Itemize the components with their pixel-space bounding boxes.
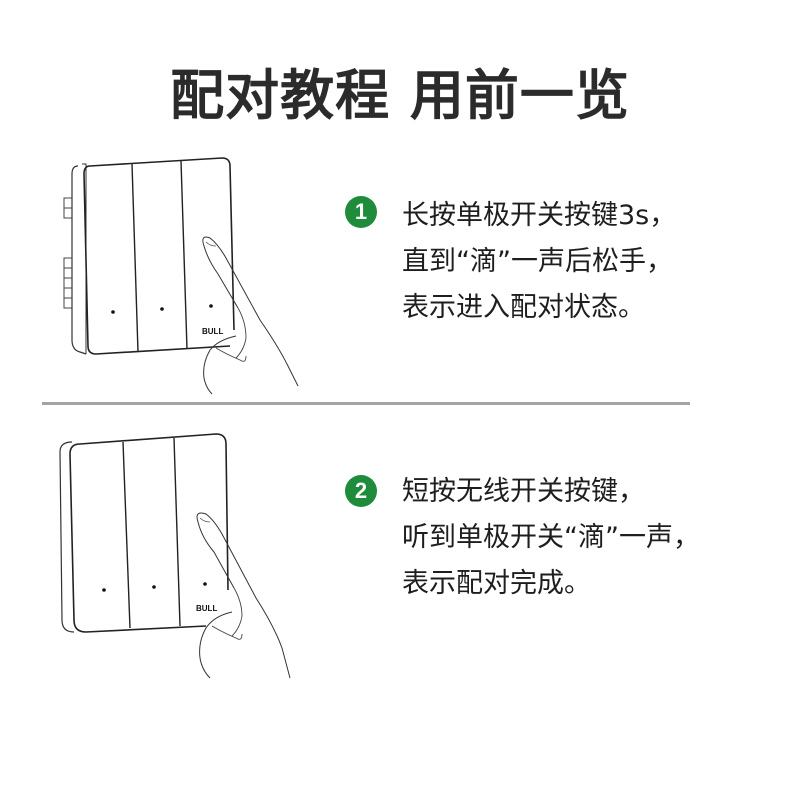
- instruction-line: 听到单极开关“滴”一声，: [402, 522, 700, 553]
- step-number-badge: 1: [345, 196, 377, 228]
- instruction-line: 表示进入配对状态。: [402, 292, 645, 323]
- brand-mark: BULL: [202, 327, 223, 336]
- instruction-line: 长按单极开关按键3s，: [402, 200, 677, 231]
- instruction-line: 表示配对完成。: [402, 568, 591, 599]
- instruction-line: 直到“滴”一声后松手，: [402, 246, 673, 277]
- hand-short-pressing-wireless-switch-icon: BULL: [50, 420, 340, 690]
- page-title: 配对教程 用前一览: [170, 64, 630, 127]
- step-number-badge: 2: [345, 475, 377, 507]
- hand-long-pressing-three-gang-switch-icon: BULL: [50, 150, 340, 400]
- section-divider: [42, 402, 690, 405]
- brand-mark: BULL: [196, 604, 217, 613]
- instruction-line: 短按无线开关按键，: [402, 476, 645, 507]
- illustration-step-1: BULL: [50, 150, 340, 400]
- step-1-instructions: 长按单极开关按键3s， 直到“滴”一声后松手， 表示进入配对状态。: [402, 193, 676, 331]
- step-2-instructions: 短按无线开关按键， 听到单极开关“滴”一声， 表示配对完成。: [402, 469, 700, 607]
- illustration-step-2: BULL: [50, 420, 340, 690]
